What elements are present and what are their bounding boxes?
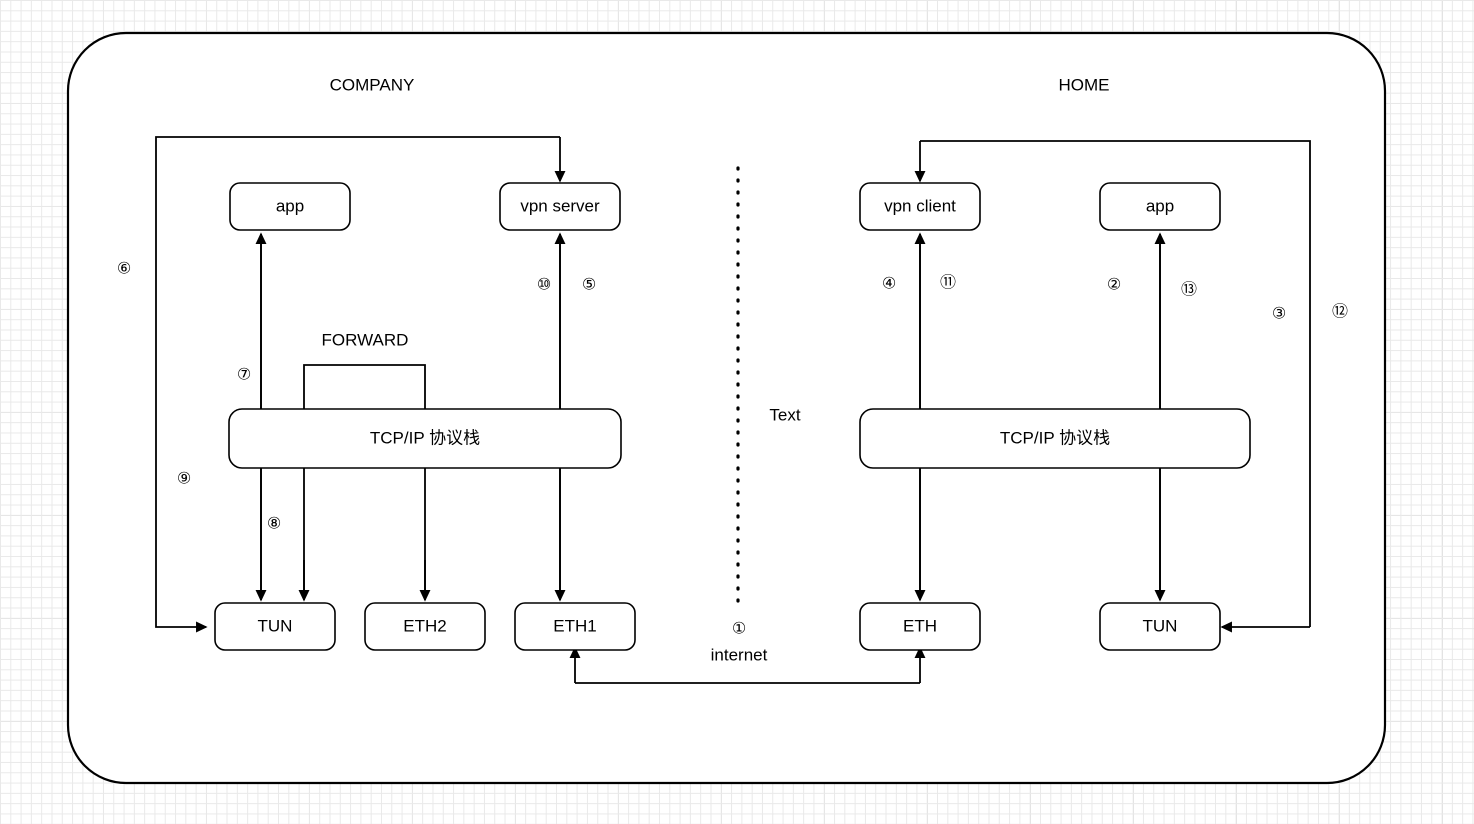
node-box-company-tun[interactable] — [214, 602, 336, 651]
flow-path-6-left-loop — [155, 136, 560, 633]
step-marker-10: ⑩ — [537, 275, 551, 294]
internet-label: internet — [711, 645, 768, 664]
stack-label-company: TCP/IP 协议栈 — [370, 428, 480, 447]
node-box-home-app[interactable] — [1099, 182, 1221, 231]
node-label-company-tun: TUN — [258, 616, 293, 635]
node-label-home-tun: TUN — [1143, 616, 1178, 635]
node-label-company-eth1: ETH1 — [553, 616, 596, 635]
stack-label-home: TCP/IP 协议栈 — [1000, 428, 1110, 447]
step-marker-6: ⑥ — [117, 259, 131, 278]
node-label-home-vpn-client: vpn client — [884, 196, 956, 215]
node-label-company-eth2: ETH2 — [403, 616, 446, 635]
node-box-home-eth[interactable] — [859, 602, 981, 651]
node-box-company-app[interactable] — [229, 182, 351, 231]
step-marker-2: ② — [1107, 275, 1121, 294]
forward-label: FORWARD — [322, 330, 409, 349]
tcpip-stack-box-company — [228, 408, 622, 469]
zone-title-company: COMPANY — [330, 75, 415, 94]
node-box-company-eth1[interactable] — [514, 602, 636, 651]
flow-path-12-right-loop — [920, 140, 1311, 627]
zone-title-home: HOME — [1059, 75, 1110, 94]
step-marker-12: ⑫ — [1332, 302, 1348, 321]
step-marker-7: ⑦ — [237, 365, 251, 384]
flow-path-forward-bracket — [303, 364, 426, 600]
node-label-home-eth: ETH — [903, 616, 937, 635]
step-marker-1: ① — [732, 619, 746, 638]
tcpip-stack-box-home — [859, 408, 1251, 469]
node-box-company-vpn-server[interactable] — [499, 182, 621, 231]
step-marker-13: ⑬ — [1181, 280, 1197, 299]
step-marker-9: ⑨ — [177, 469, 191, 488]
step-marker-8: ⑧ — [267, 514, 281, 533]
step-marker-4: ④ — [882, 274, 896, 293]
node-box-home-vpn-client[interactable] — [859, 182, 981, 231]
step-marker-5: ⑤ — [582, 275, 596, 294]
step-marker-11: ⑪ — [940, 273, 956, 292]
step-marker-3: ③ — [1272, 304, 1286, 323]
outer-boundary — [66, 31, 1387, 785]
node-label-home-app: app — [1146, 196, 1174, 215]
node-label-company-vpn-server: vpn server — [520, 196, 600, 215]
node-label-company-app: app — [276, 196, 304, 215]
center-divider-label: Text — [769, 405, 800, 424]
node-box-company-eth2[interactable] — [364, 602, 486, 651]
node-box-home-tun[interactable] — [1099, 602, 1221, 651]
